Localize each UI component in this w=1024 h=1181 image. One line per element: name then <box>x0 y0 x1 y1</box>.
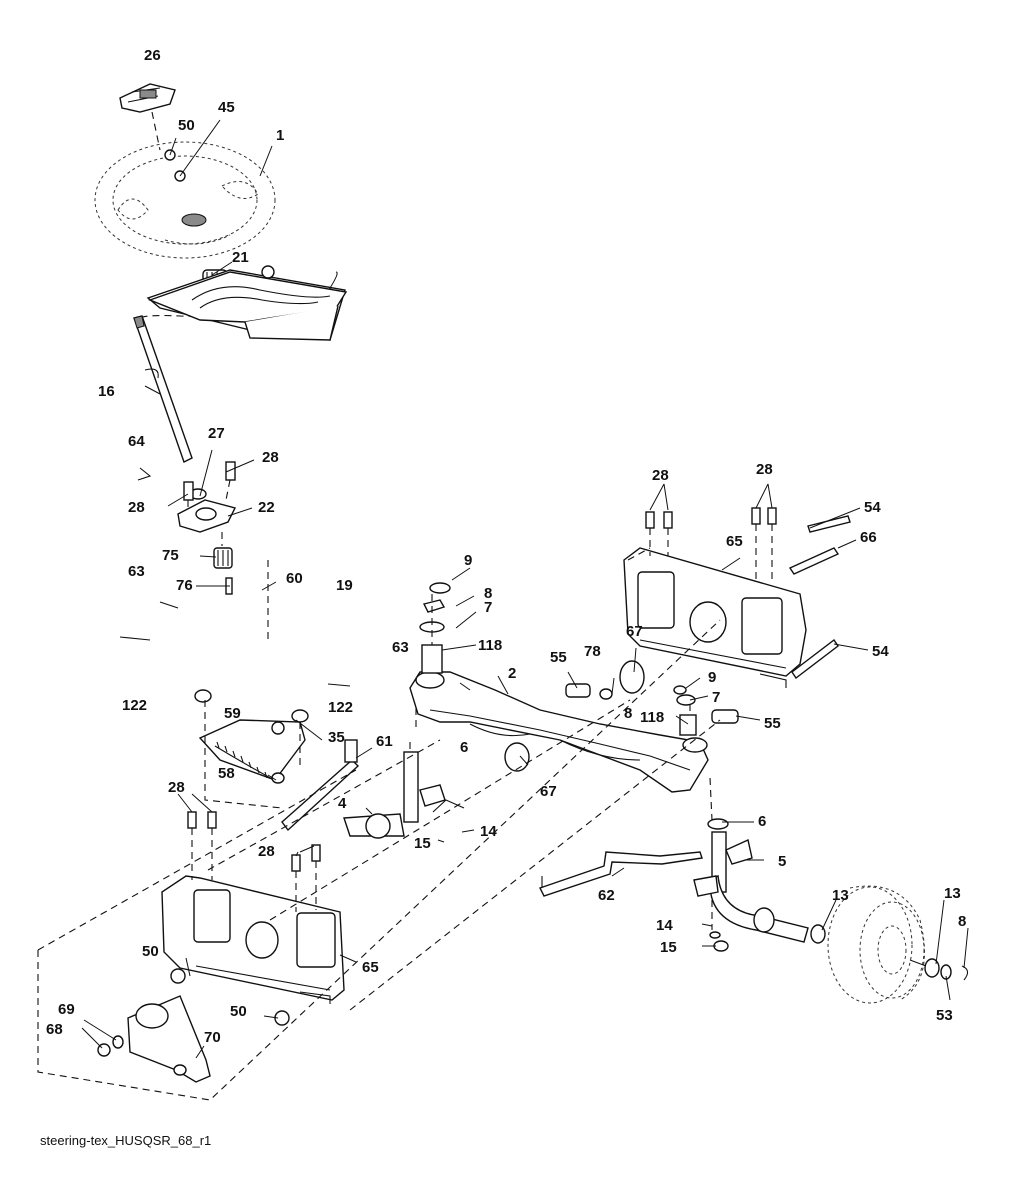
callout-4: 4 <box>338 795 347 812</box>
callout-118: 118 <box>478 637 502 654</box>
callout-21: 21 <box>232 249 249 266</box>
callout-2: 2 <box>508 665 516 682</box>
pinion-gear <box>213 547 233 595</box>
steering-cap <box>119 83 176 113</box>
callout-5: 5 <box>778 853 786 870</box>
front-axle <box>409 671 709 793</box>
front-wheel <box>827 885 925 1004</box>
callout-9: 9 <box>464 552 472 569</box>
callout-63: 63 <box>392 639 409 656</box>
right-spindle <box>693 818 809 943</box>
callout-19: 19 <box>336 577 353 594</box>
callout-63: 63 <box>128 563 145 580</box>
callout-54: 54 <box>864 499 881 516</box>
callout-53: 53 <box>936 1007 953 1024</box>
callout-14: 14 <box>656 917 673 934</box>
callout-78: 78 <box>584 643 601 660</box>
callout-54: 54 <box>872 643 889 660</box>
bushing-bracket <box>177 461 237 533</box>
callout-7: 7 <box>712 689 720 706</box>
callout-6: 6 <box>460 739 468 756</box>
callout-60: 60 <box>286 570 303 587</box>
callout-69: 69 <box>58 1001 75 1018</box>
callout-28: 28 <box>258 843 275 860</box>
steering-wheel <box>94 141 276 259</box>
callout-22: 22 <box>258 499 275 516</box>
callout-122: 122 <box>328 699 353 716</box>
callout-15: 15 <box>414 835 431 852</box>
callout-61: 61 <box>376 733 393 750</box>
callout-122: 122 <box>122 697 147 714</box>
callout-76: 76 <box>176 577 193 594</box>
right-side-panel <box>623 547 807 688</box>
callout-50: 50 <box>230 1003 247 1020</box>
callout-27: 27 <box>208 425 225 442</box>
drag-link <box>281 739 360 832</box>
callout-70: 70 <box>204 1029 221 1046</box>
tie-rod <box>539 851 703 897</box>
callout-58: 58 <box>218 765 235 782</box>
callout-13: 13 <box>944 885 961 902</box>
callout-8: 8 <box>958 913 966 930</box>
callout-50: 50 <box>178 117 195 134</box>
callout-50: 50 <box>142 943 159 960</box>
callout-68: 68 <box>46 1021 63 1038</box>
callout-15: 15 <box>660 939 677 956</box>
callout-16: 16 <box>98 383 115 400</box>
callout-13: 13 <box>832 887 849 904</box>
callout-1: 1 <box>276 127 284 144</box>
callout-66: 66 <box>860 529 877 546</box>
callout-28: 28 <box>262 449 279 466</box>
callout-26: 26 <box>144 47 161 64</box>
callout-28: 28 <box>168 779 185 796</box>
callout-35: 35 <box>328 729 345 746</box>
callout-45: 45 <box>218 99 235 116</box>
sector-gear <box>198 719 306 781</box>
steering-plate <box>146 265 348 341</box>
callout-67: 67 <box>540 783 557 800</box>
pivot-bracket <box>127 995 211 1083</box>
callout-14: 14 <box>480 823 497 840</box>
callout-62: 62 <box>598 887 615 904</box>
callout-59: 59 <box>224 705 241 722</box>
callout-75: 75 <box>162 547 179 564</box>
left-spindle <box>343 751 446 839</box>
callout-7: 7 <box>484 599 492 616</box>
callout-9: 9 <box>708 669 716 686</box>
callout-55: 55 <box>764 715 781 732</box>
callout-8: 8 <box>484 585 492 602</box>
left-side-panel <box>161 875 345 1004</box>
callout-67: 67 <box>626 623 643 640</box>
callout-6: 6 <box>758 813 766 830</box>
callout-64: 64 <box>128 433 145 450</box>
callout-8: 8 <box>624 705 632 722</box>
callout-118: 118 <box>640 709 664 726</box>
steering-shaft <box>133 315 193 463</box>
callout-55: 55 <box>550 649 567 666</box>
callout-labels: 26 45 50 1 21 16 64 27 28 28 22 75 76 60… <box>46 47 966 1046</box>
callout-28: 28 <box>756 461 773 478</box>
callout-65: 65 <box>726 533 743 550</box>
callout-28: 28 <box>128 499 145 516</box>
diagram-caption: steering-tex_HUSQSR_68_r1 <box>40 1133 212 1148</box>
callout-28: 28 <box>652 467 669 484</box>
callout-65: 65 <box>362 959 379 976</box>
